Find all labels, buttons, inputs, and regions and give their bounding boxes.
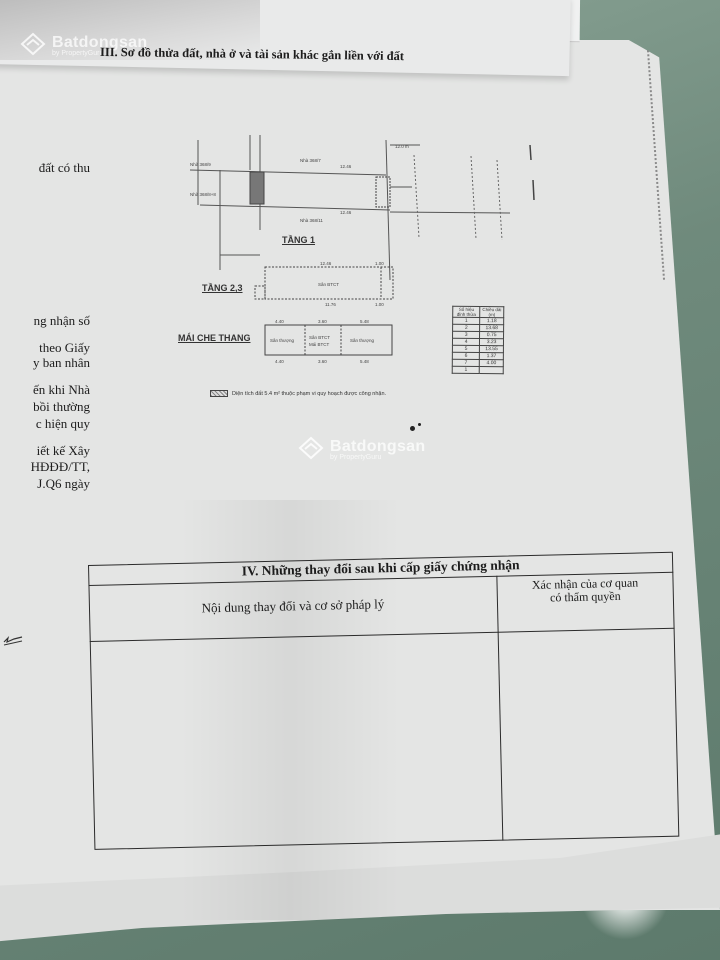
margin-text-line: theo Giấy: [39, 340, 90, 355]
svg-text:5.48: 5.48: [360, 359, 369, 364]
svg-text:Nhà 368/11: Nhà 368/11: [300, 218, 323, 223]
margin-text-line: ến khi Nhà: [32, 382, 90, 397]
svg-text:Nhà 368/7: Nhà 368/7: [300, 158, 321, 163]
watermark-sub: by PropertyGuru: [52, 49, 104, 57]
vertex-id: 1: [452, 366, 480, 374]
svg-text:3.60: 3.60: [318, 319, 327, 324]
margin-text-line: iết kế Xây: [36, 443, 90, 458]
watermark-sub: by PropertyGuru: [330, 453, 382, 461]
svg-text:Sân BTCT: Sân BTCT: [309, 335, 330, 340]
svg-text:Mái BTCT: Mái BTCT: [309, 342, 330, 347]
changes-after-issuance-table: IV. Những thay đổi sau khi cấp giấy chứn…: [88, 551, 680, 850]
signature-mark: [3, 636, 23, 646]
ink-spot: [418, 423, 421, 426]
ink-spot: [410, 426, 415, 431]
svg-text:12.46: 12.46: [320, 261, 332, 266]
batdongsan-logo-icon: [20, 32, 46, 58]
table-row: 1: [452, 366, 504, 374]
floor-label-mai-che-thang: MÁI CHE THANG: [178, 333, 251, 343]
segment-length: [479, 366, 504, 374]
svg-text:4.40: 4.40: [275, 359, 284, 364]
svg-text:Sân thượng: Sân thượng: [350, 338, 374, 343]
svg-text:12.46: 12.46: [340, 210, 352, 215]
svg-text:12.46: 12.46: [340, 164, 352, 169]
paper-fold-shadow: [0, 0, 260, 60]
table-header: Số hiệu đỉnh thửa: [452, 306, 481, 318]
svg-text:1.00: 1.00: [375, 261, 384, 266]
margin-text-line: HĐĐĐ/TT,: [30, 459, 90, 474]
table-header: Chiều dài (m): [479, 306, 504, 318]
svg-text:Nhà 368/9: Nhà 368/9: [190, 162, 211, 167]
batdongsan-logo-icon: [298, 436, 324, 462]
watermark-brand: Batdongsan: [52, 33, 148, 51]
svg-text:11.76: 11.76: [325, 302, 336, 307]
svg-text:5.48: 5.48: [360, 319, 369, 324]
svg-text:Sân thượng: Sân thượng: [270, 338, 294, 343]
plot-lines: 12.46 12.46 12.46 1.00 11.76 1.00 4.40 3…: [190, 135, 535, 364]
floor-label-tang23: TẦNG 2,3: [202, 283, 243, 293]
margin-text-line: bồi thường: [33, 399, 90, 414]
watermark-brand: Batdongsan: [330, 437, 426, 455]
column-header-confirmation: Xác nhận của cơ quan có thẩm quyền: [496, 576, 674, 606]
hatched-area-swatch: [210, 390, 228, 397]
land-plot-diagram: 12.46 12.46 12.46 1.00 11.76 1.00 4.40 3…: [178, 120, 550, 410]
watermark-top: Batdongsan by PropertyGuru: [20, 32, 147, 58]
svg-text:Sân BTCT: Sân BTCT: [318, 282, 339, 287]
floor-label-tang1: TẦNG 1: [282, 235, 316, 245]
margin-text-line: J.Q6 ngày: [37, 476, 90, 491]
margin-text-line: c hiện quy: [35, 416, 90, 431]
svg-text:3.60: 3.60: [318, 359, 327, 364]
legend-text: Diện tích đất 5.4 m² thuộc phạm vi quy h…: [232, 390, 387, 397]
margin-text-line: ng nhận số: [33, 313, 90, 328]
page-shadow: [180, 500, 400, 920]
svg-text:Nhà 368/8+8: Nhà 368/8+8: [190, 192, 216, 197]
plot-legend: Diện tích đất 5.4 m² thuộc phạm vi quy h…: [210, 390, 386, 397]
margin-text-line: y ban nhân: [32, 355, 90, 370]
certificate-page: [0, 40, 720, 910]
margin-text-line: đất có thu: [38, 160, 90, 175]
svg-text:4.40: 4.40: [275, 319, 284, 324]
svg-text:1.00: 1.00: [375, 302, 384, 307]
watermark-center: Batdongsan by PropertyGuru: [298, 436, 425, 462]
svg-text:12.0 m: 12.0 m: [395, 144, 409, 149]
